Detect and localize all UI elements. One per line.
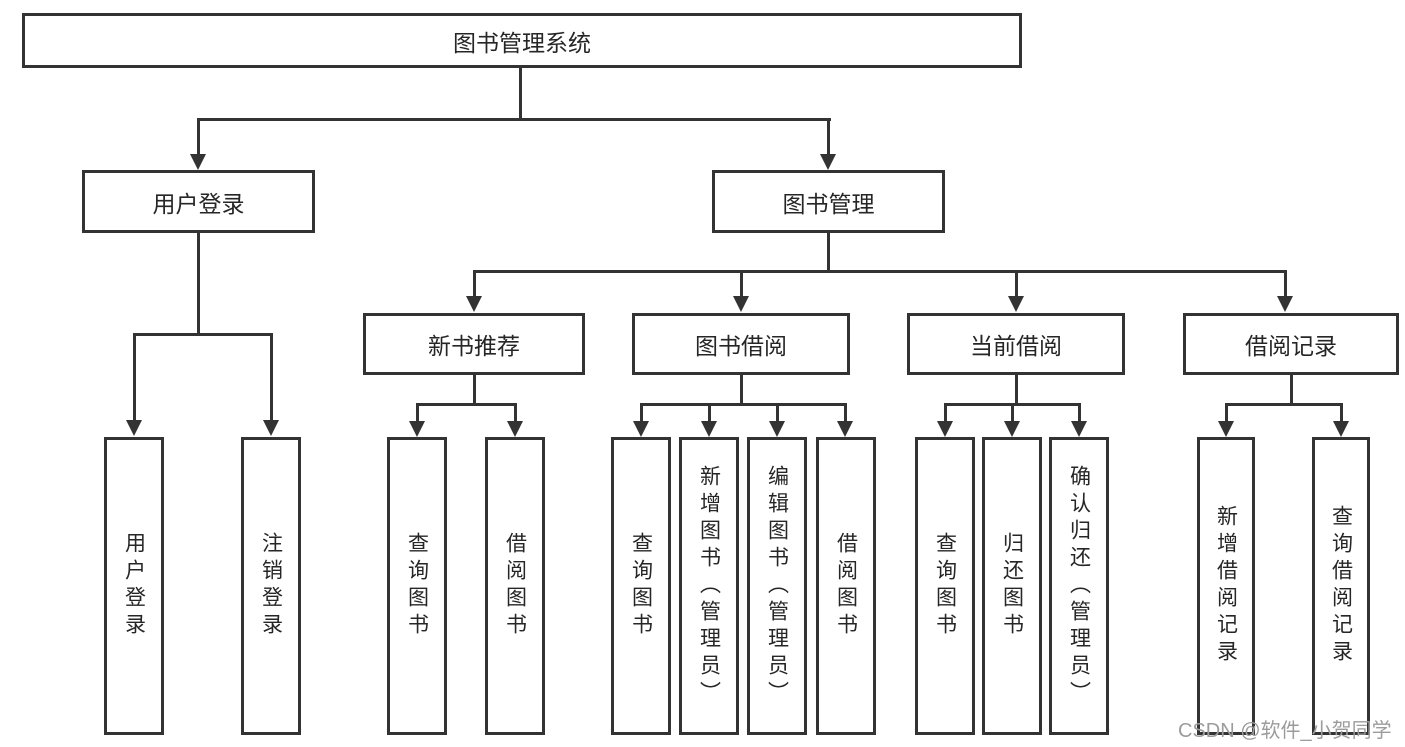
connector-line	[1284, 270, 1287, 298]
node-book-management: 图书管理	[712, 170, 945, 233]
connector-line	[844, 403, 847, 423]
arrow-down-icon	[820, 154, 836, 170]
arrow-down-icon	[633, 421, 649, 437]
arrow-down-icon	[733, 296, 749, 312]
leaf-query-books-recommend: 查询图书	[387, 437, 447, 735]
connector-line	[1225, 403, 1228, 423]
connector-line	[1078, 403, 1081, 423]
connector-line	[1290, 375, 1293, 405]
connector-line	[473, 375, 476, 405]
connector-line	[776, 403, 779, 423]
connector-line	[473, 270, 476, 298]
connector-line	[1340, 403, 1343, 423]
connector-line	[133, 333, 273, 336]
connector-line	[1015, 270, 1018, 298]
leaf-add-borrow-record: 新增借阅记录	[1197, 437, 1255, 735]
connector-line	[1015, 375, 1018, 405]
connector-line	[1011, 403, 1014, 423]
connector-line	[197, 118, 831, 121]
connector-line	[416, 403, 517, 406]
arrow-down-icon	[1218, 421, 1234, 437]
connector-line	[519, 68, 522, 120]
connector-line	[473, 270, 1286, 273]
arrow-down-icon	[1333, 421, 1349, 437]
arrow-down-icon	[126, 420, 142, 436]
arrow-down-icon	[1004, 421, 1020, 437]
csdn-watermark: CSDN @软件_小贺同学	[1178, 720, 1392, 742]
arrow-down-icon	[701, 421, 717, 437]
leaf-user-login: 用户登录	[104, 437, 164, 735]
leaf-borrow-books: 借阅图书	[816, 437, 876, 735]
connector-line	[708, 403, 711, 423]
connector-line	[944, 403, 947, 423]
node-current-borrowing: 当前借阅	[907, 313, 1125, 375]
connector-line	[197, 233, 200, 336]
leaf-query-books-borrowing: 查询图书	[611, 437, 671, 735]
node-user-login: 用户登录	[82, 170, 315, 233]
node-new-book-recommend: 新书推荐	[363, 313, 585, 375]
connector-line	[740, 270, 743, 298]
arrow-down-icon	[466, 296, 482, 312]
arrow-down-icon	[263, 420, 279, 436]
node-library-system: 图书管理系统	[22, 13, 1022, 68]
arrow-down-icon	[937, 421, 953, 437]
connector-line	[827, 233, 830, 273]
arrow-down-icon	[409, 421, 425, 437]
leaf-confirm-return-admin: 确认归还（管理员）	[1049, 437, 1109, 735]
arrow-down-icon	[190, 154, 206, 170]
arrow-down-icon	[1277, 296, 1293, 312]
connector-line	[514, 403, 517, 423]
connector-line	[270, 333, 273, 421]
connector-line	[740, 375, 743, 405]
connector-line	[640, 403, 847, 406]
arrow-down-icon	[837, 421, 853, 437]
arrow-down-icon	[1008, 296, 1024, 312]
leaf-borrow-books-recommend: 借阅图书	[485, 437, 545, 735]
leaf-logout: 注销登录	[241, 437, 301, 735]
leaf-edit-books-admin: 编辑图书（管理员）	[747, 437, 807, 735]
node-borrowing-records: 借阅记录	[1183, 313, 1399, 375]
connector-line	[133, 333, 136, 421]
connector-line	[416, 403, 419, 423]
arrow-down-icon	[769, 421, 785, 437]
arrow-down-icon	[1071, 421, 1087, 437]
connector-line	[1225, 403, 1342, 406]
connector-line	[640, 403, 643, 423]
leaf-query-books-current: 查询图书	[915, 437, 975, 735]
arrow-down-icon	[507, 421, 523, 437]
leaf-return-books: 归还图书	[982, 437, 1042, 735]
leaf-add-books-admin: 新增图书（管理员）	[679, 437, 739, 735]
connector-line	[197, 118, 200, 156]
node-book-borrowing: 图书借阅	[632, 313, 850, 375]
connector-line	[827, 118, 830, 156]
leaf-query-borrow-record: 查询借阅记录	[1312, 437, 1370, 735]
